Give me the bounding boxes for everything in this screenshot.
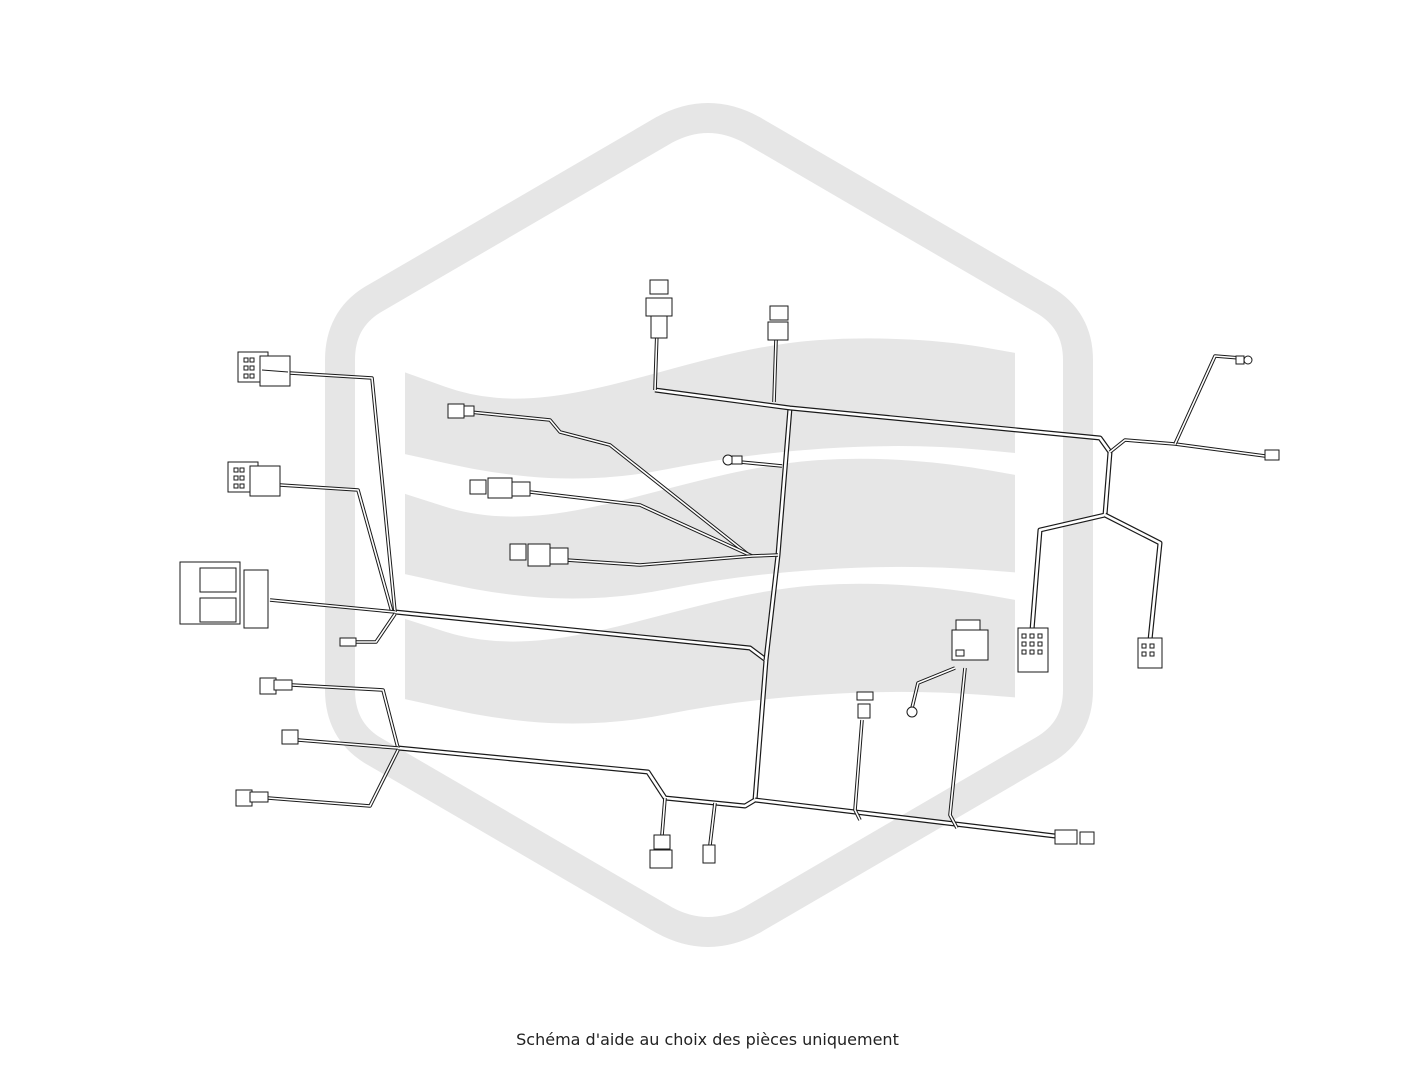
- connector-lower-down-2: [702, 844, 716, 864]
- connector-lower-down-1: [649, 834, 673, 869]
- connector-lower-3: [235, 789, 269, 807]
- diagram-caption: Schéma d'aide au choix des pièces unique…: [516, 1030, 899, 1049]
- connector-lower-right-end: [1054, 829, 1095, 845]
- connector-top-2: [767, 305, 789, 341]
- connector-right-large-1: [1017, 627, 1049, 673]
- connector-right-large-2: [1137, 637, 1163, 669]
- connectors: [179, 279, 1280, 869]
- connector-mid-ring: [722, 454, 743, 466]
- watermark-hexagon: [325, 103, 1093, 947]
- watermark-wave-3: [405, 583, 1015, 724]
- watermark-logo: [325, 103, 1093, 947]
- connector-mid-2: [469, 477, 531, 499]
- watermark-wave-2: [405, 458, 1015, 599]
- cable-right-ring: [1173, 354, 1241, 445]
- harness-cables: [267, 329, 1266, 846]
- connector-ring-mid: [906, 706, 918, 718]
- cable-branch-small-down: [355, 612, 397, 644]
- connector-right-end: [1264, 449, 1280, 461]
- connector-relay-box: [951, 619, 989, 661]
- connector-top-1: [645, 279, 673, 339]
- connector-lower-2: [281, 729, 299, 745]
- connector-lower-mid-small: [856, 691, 874, 719]
- connector-mid-1: [447, 403, 475, 419]
- watermark-wave-1: [405, 338, 1015, 479]
- connector-left-2: [227, 461, 281, 497]
- connector-mid-3: [509, 543, 569, 567]
- connector-lower-1: [259, 677, 293, 695]
- connector-right-ring-top: [1235, 355, 1253, 365]
- connector-left-large: [179, 561, 269, 629]
- connector-small-left: [339, 637, 357, 647]
- connector-left-1: [237, 351, 291, 387]
